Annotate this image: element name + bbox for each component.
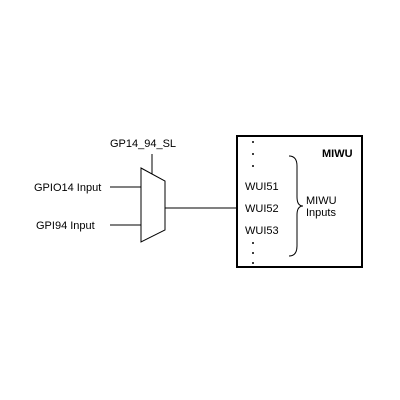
wui-signal-label: WUI52 <box>245 203 279 215</box>
wui-signal-label: WUI53 <box>245 225 279 237</box>
curly-brace <box>288 155 304 257</box>
miwu-inputs-label-line1: MIWU <box>306 195 337 207</box>
continuation-dots-bottom <box>252 242 254 264</box>
mux-input-label-gpi94: GPI94 Input <box>36 220 95 232</box>
multiplexer-symbol <box>140 167 166 243</box>
miwu-block <box>236 135 363 268</box>
wui-signal-label: WUI51 <box>245 181 279 193</box>
miwu-block-title: MIWU <box>322 148 353 160</box>
miwu-inputs-label-line2: Inputs <box>306 207 336 219</box>
mux-select-label: GP14_94_SL <box>110 138 176 150</box>
mux-input-label-gpio14: GPIO14 Input <box>34 182 101 194</box>
continuation-dots-top <box>252 141 254 167</box>
